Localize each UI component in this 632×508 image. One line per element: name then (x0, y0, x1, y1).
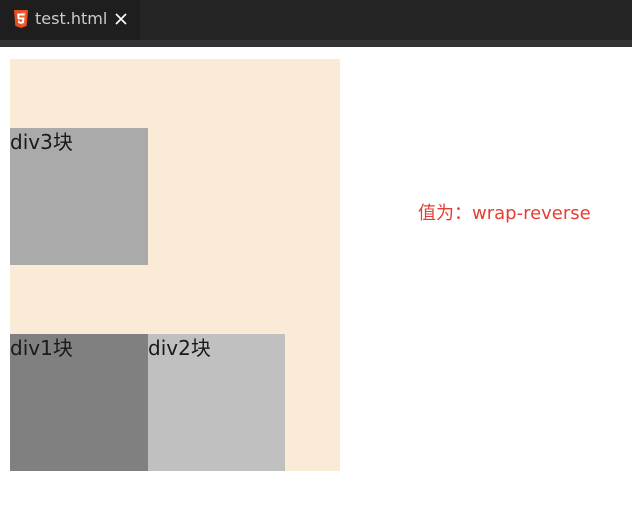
editor-tab-bar: test.html (0, 0, 632, 40)
div2-label: div2块 (148, 336, 211, 360)
tab-bar-divider (0, 40, 632, 47)
flex-wrap-value-note: 值为：wrap-reverse (418, 203, 591, 224)
flex-container: div3块 div1块 div2块 (10, 59, 340, 471)
tab-filename: test.html (35, 9, 108, 28)
close-icon[interactable] (114, 12, 128, 26)
div3-box: div3块 (10, 128, 148, 265)
html5-file-icon (14, 10, 28, 28)
tab-test-html[interactable]: test.html (0, 0, 140, 40)
div3-label: div3块 (10, 130, 73, 154)
div1-label: div1块 (10, 336, 73, 360)
div2-box: div2块 (148, 334, 285, 471)
div1-box: div1块 (10, 334, 148, 471)
